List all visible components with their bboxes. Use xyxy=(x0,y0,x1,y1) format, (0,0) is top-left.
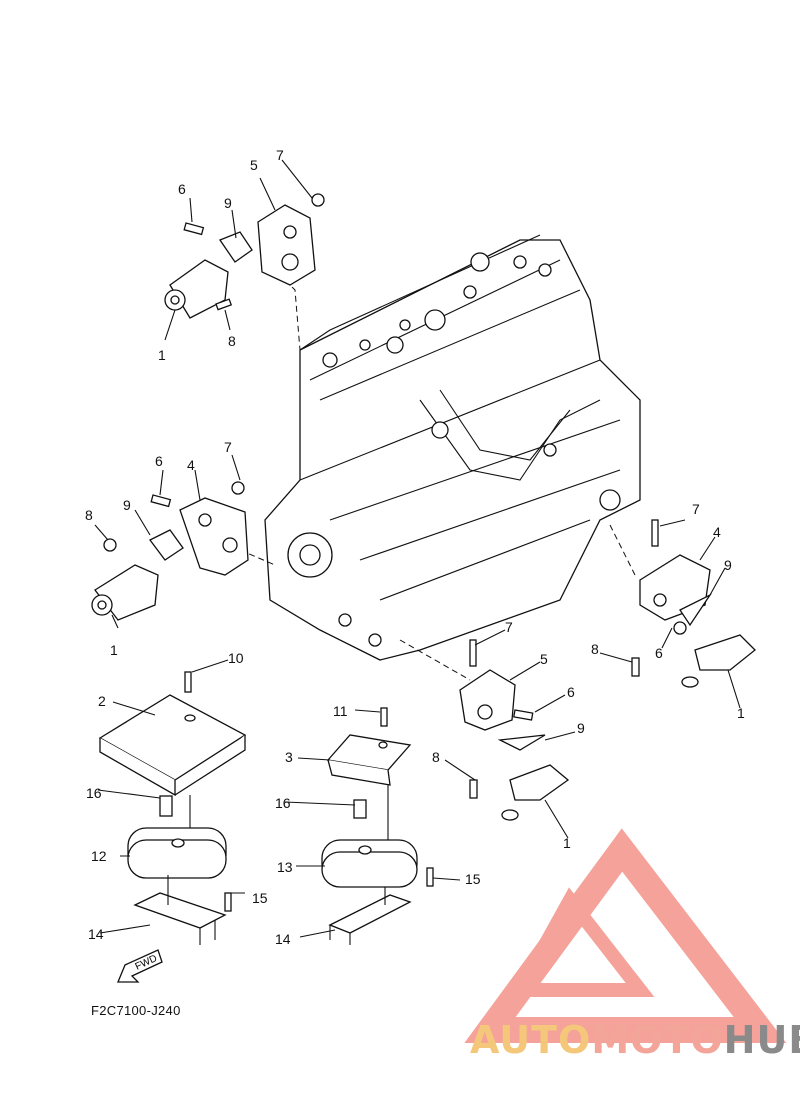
callout-13: 13 xyxy=(277,859,293,875)
reference-code: F2C7100-J240 xyxy=(91,1003,181,1018)
callout-6: 6 xyxy=(655,645,663,661)
callout-7: 7 xyxy=(692,501,700,517)
callout-4: 4 xyxy=(187,457,195,473)
fwd-arrow-icon: FWD xyxy=(117,949,163,983)
callout-1: 1 xyxy=(563,835,571,851)
callout-1: 1 xyxy=(110,642,118,658)
callout-11: 11 xyxy=(333,703,348,719)
callout-2: 2 xyxy=(98,693,106,709)
callout-9: 9 xyxy=(577,720,585,736)
engine-block xyxy=(264,234,641,661)
callout-16: 16 xyxy=(275,795,291,811)
callout-7: 7 xyxy=(505,619,513,635)
callout-16: 16 xyxy=(86,785,102,801)
right-mount-assembly xyxy=(631,519,756,688)
callout-12: 12 xyxy=(91,848,107,864)
callout-6: 6 xyxy=(178,181,186,197)
callout-8: 8 xyxy=(228,333,236,349)
watermark-logo-icon xyxy=(464,828,787,1043)
callout-7: 7 xyxy=(224,439,232,455)
callout-8: 8 xyxy=(591,641,599,657)
middle-damper-stack xyxy=(321,707,434,945)
watermark-brand: AUTOMOTOHUB xyxy=(470,1018,800,1062)
callout-8: 8 xyxy=(432,749,440,765)
watermark-word-hub: HUB xyxy=(723,1018,800,1062)
upper-left-mount-assembly xyxy=(164,193,325,319)
callout-9: 9 xyxy=(224,195,232,211)
lower-center-mount-assembly xyxy=(459,639,570,821)
callout-3: 3 xyxy=(285,749,293,765)
watermark-word-moto: MOTO xyxy=(591,1018,724,1062)
watermark-word-auto: AUTO xyxy=(470,1018,592,1062)
middle-left-mount-assembly xyxy=(91,481,249,621)
callout-15: 15 xyxy=(252,890,268,906)
callout-10: 10 xyxy=(228,650,244,666)
callout-6: 6 xyxy=(567,684,575,700)
callout-5: 5 xyxy=(540,651,548,667)
callout-9: 9 xyxy=(123,497,131,513)
callout-7: 7 xyxy=(276,147,284,163)
callout-labels: 1 8 6 5 7 9 1 6 4 7 8 9 1 7 4 9 8 6 1 7 … xyxy=(85,147,745,947)
callout-15: 15 xyxy=(465,871,481,887)
callout-1: 1 xyxy=(158,347,166,363)
callout-5: 5 xyxy=(250,157,258,173)
callout-8: 8 xyxy=(85,507,93,523)
callout-9: 9 xyxy=(724,557,732,573)
callout-4: 4 xyxy=(713,524,721,540)
callout-14: 14 xyxy=(88,926,104,942)
left-damper-stack: FWD xyxy=(98,671,247,983)
callout-1: 1 xyxy=(737,705,745,721)
callout-6: 6 xyxy=(155,453,163,469)
callout-14: 14 xyxy=(275,931,291,947)
